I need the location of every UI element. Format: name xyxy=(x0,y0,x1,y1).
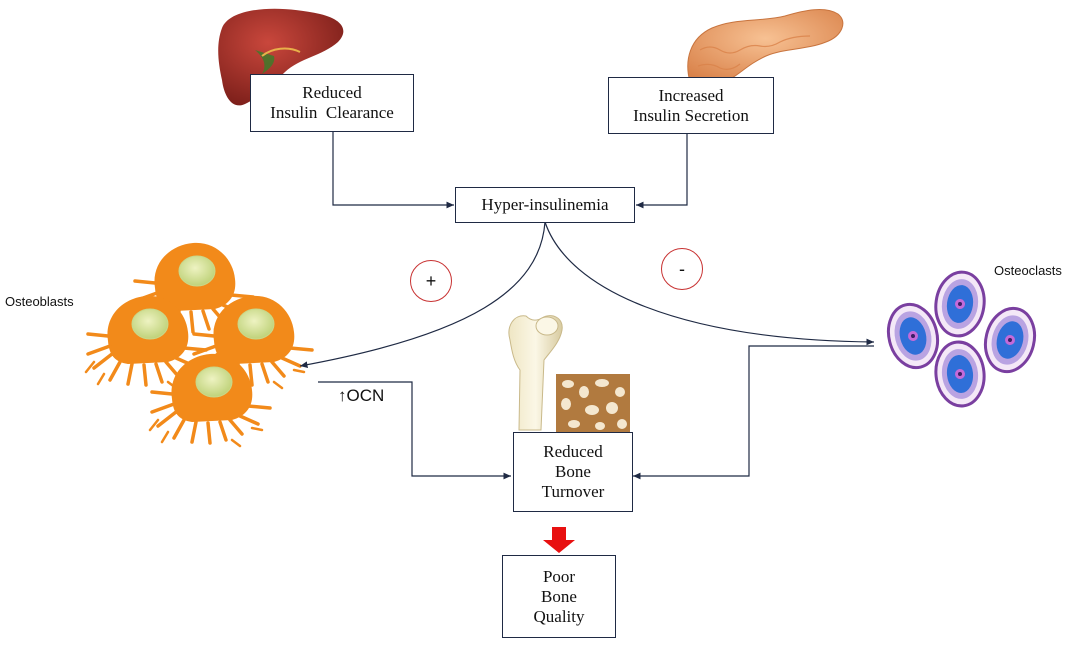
poor-quality-box: Poor Bone Quality xyxy=(502,555,616,638)
plus-sign-circle: + xyxy=(410,260,452,302)
arrow-hyperinsulinemia-to-osteoblasts xyxy=(299,221,546,368)
ocn-label: ↑OCN xyxy=(338,386,385,405)
increased-secretion-box: Increased Insulin Secretion xyxy=(608,77,774,134)
increased-secretion-line-2: Insulin Secretion xyxy=(633,105,749,125)
connector-lines xyxy=(299,131,875,480)
arrow-clearance-to-hyperinsulinemia xyxy=(332,131,454,209)
arrow-hyperinsulinemia-to-osteoclasts xyxy=(544,221,875,346)
poor-quality-line-2: Bone xyxy=(541,586,577,606)
poor-quality-line-1: Poor xyxy=(542,566,576,586)
pancreas-icon xyxy=(687,9,844,83)
femur-bone-icon xyxy=(508,315,563,431)
minus-sign-circle: - xyxy=(661,248,703,290)
arrow-secretion-to-hyperinsulinemia xyxy=(636,133,688,209)
arrow-osteoclasts-to-turnover xyxy=(633,345,874,480)
osteoclast-cell-icon xyxy=(880,267,1043,410)
osteoclasts-label: Osteoclasts xyxy=(994,263,1062,278)
reduced-turnover-line-1: Reduced xyxy=(543,442,603,461)
reduced-clearance-line-1: Reduced xyxy=(302,83,362,102)
red-down-arrow-icon xyxy=(543,527,575,553)
reduced-turnover-line-2: Bone xyxy=(555,462,591,481)
minus-sign: - xyxy=(679,258,685,279)
reduced-clearance-box: Reduced Insulin Clearance xyxy=(250,74,414,132)
increased-secretion-line-1: Increased xyxy=(658,85,724,105)
reduced-turnover-box: Reduced Bone Turnover xyxy=(513,432,633,512)
liver-icon xyxy=(218,8,344,106)
reduced-turnover-line-3: Turnover xyxy=(541,482,605,501)
reduced-clearance-line-2: Insulin Clearance xyxy=(270,103,394,122)
osteoblast-cell-icon xyxy=(84,241,314,448)
osteoblasts-label: Osteoblasts xyxy=(5,294,74,309)
trabecular-bone-icon xyxy=(556,374,630,434)
arrow-osteoblasts-to-turnover xyxy=(318,381,511,480)
poor-quality-line-3: Quality xyxy=(533,606,585,626)
hyperinsulinemia-box: Hyper-insulinemia xyxy=(455,187,635,223)
hyperinsulinemia-label: Hyper-insulinemia xyxy=(481,195,609,214)
plus-sign: + xyxy=(425,270,437,291)
